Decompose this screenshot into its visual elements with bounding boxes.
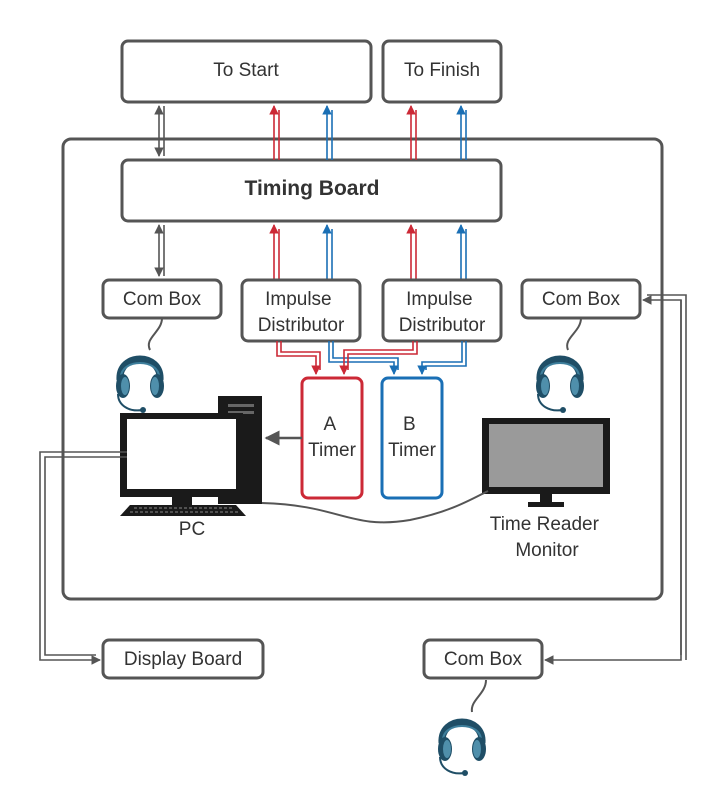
svg-text:Impulse Distributor: Impulse Distributor xyxy=(399,289,486,336)
headset-cable-left xyxy=(147,317,163,351)
com-box-left-label: Com Box xyxy=(123,289,202,310)
timing-board-box xyxy=(120,158,503,223)
headset-icon xyxy=(536,359,584,413)
pc-label: PC xyxy=(179,519,205,540)
board-to-top-links xyxy=(269,105,467,160)
timer-b-box xyxy=(380,376,444,500)
display-board-label: Display Board xyxy=(124,649,242,670)
distributor-to-timer-links xyxy=(276,341,467,375)
impulse-right-line2: Distributor xyxy=(399,315,486,336)
pc-monitor-cable xyxy=(261,490,489,524)
svg-text:Impulse Distributor: Impulse Distributor xyxy=(258,289,345,336)
timer-a-box xyxy=(300,376,364,500)
distributor-to-board-links xyxy=(269,224,467,280)
svg-text:A Timer: A Timer xyxy=(308,414,357,461)
system-frame xyxy=(61,137,664,601)
timer-b-line1: B xyxy=(403,414,416,435)
headset-cable-bottom xyxy=(470,679,487,713)
impulse-left-line1: Impulse xyxy=(265,289,332,310)
desktop-pc-icon xyxy=(120,396,262,516)
monitor-label-line1: Time Reader xyxy=(490,514,600,535)
svg-text:Time Reader Monitor: Time Reader Monitor xyxy=(490,514,604,561)
headset-icon xyxy=(116,359,164,413)
impulse-distributor-right xyxy=(381,278,503,343)
start-link xyxy=(154,105,165,277)
com-box-bottom xyxy=(422,638,544,680)
to-finish-label: To Finish xyxy=(404,60,480,81)
impulse-left-line2: Distributor xyxy=(258,315,345,336)
pc-to-display-link xyxy=(39,451,127,665)
com-box-right-label: Com Box xyxy=(542,289,621,310)
com-box-bottom-label: Com Box xyxy=(444,649,523,670)
timer-a-line1: A xyxy=(324,414,337,435)
monitor-label-line2: Monitor xyxy=(515,540,579,561)
timer-a-line2: Timer xyxy=(308,440,357,461)
com-box-link xyxy=(544,294,687,665)
to-start-label: To Start xyxy=(213,60,279,81)
impulse-right-line1: Impulse xyxy=(406,289,473,310)
timer-b-line2: Timer xyxy=(388,440,437,461)
to-finish-box xyxy=(381,39,503,104)
headset-cable-right xyxy=(566,317,582,351)
to-start-box xyxy=(120,39,373,104)
impulse-distributor-left xyxy=(240,278,362,343)
headset-icon xyxy=(438,722,486,776)
display-board-box xyxy=(101,638,265,680)
timing-board-label: Timing Board xyxy=(245,177,380,200)
svg-text:B Timer: B Timer xyxy=(388,414,437,461)
monitor-icon xyxy=(482,418,610,507)
